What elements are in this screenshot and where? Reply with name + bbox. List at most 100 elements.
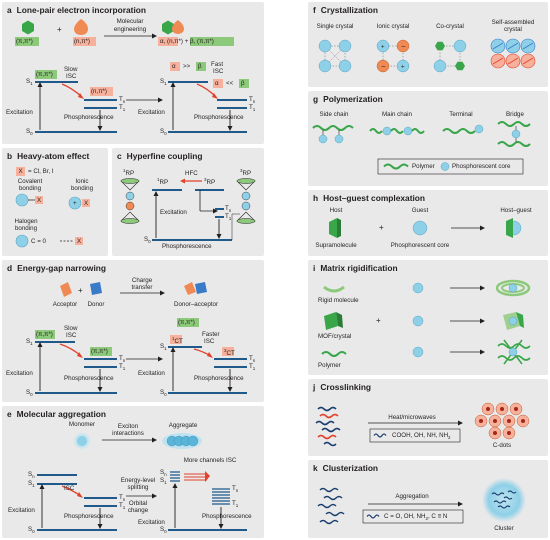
legend-polymer-label: Polymer: [412, 162, 435, 170]
panel-k-graphics: [317, 478, 526, 525]
pipi-state-box: [35, 70, 57, 79]
single-crystal-label: Single crystal: [316, 23, 354, 30]
fast-isc-label: Fast: [211, 61, 224, 68]
npi-state-label: (n,π*): [91, 87, 107, 95]
alpha-label: α: [172, 62, 176, 70]
cluster-icon: [482, 478, 526, 522]
s1-label: S1: [160, 477, 167, 486]
guest-label: Guest: [411, 207, 429, 214]
ct-state-label: 1CT: [172, 335, 183, 345]
main-chain-label: Main chain: [382, 111, 412, 118]
s0-label: S0: [144, 236, 151, 245]
ionic-label-2: bonding: [70, 185, 94, 192]
excitation-label: Excitation: [6, 370, 33, 377]
donor-icon: [90, 282, 102, 295]
t1-label: T1: [249, 363, 256, 372]
excitation-label: Excitation: [160, 209, 187, 216]
much-less-sign: <<: [226, 79, 234, 87]
s1-label: S1: [26, 338, 33, 347]
svg-text:+: +: [401, 65, 405, 71]
beta-box: [190, 37, 234, 46]
charge-transfer-label-2: transfer: [131, 284, 153, 291]
rigid-molecule-label: Rigid molecule: [318, 297, 359, 304]
tn-label: Tn: [249, 355, 256, 364]
pipi-box: [15, 37, 39, 46]
excitation-label: Excitation: [138, 370, 165, 377]
rp-1-label: 1RP: [157, 177, 169, 187]
self-assembled-label: Self-assembled: [491, 19, 535, 26]
s1-label: S1: [160, 78, 167, 87]
mof-product-icon: [503, 312, 524, 330]
ionic-label: Ionic: [75, 178, 89, 185]
polymer-chain: [312, 125, 354, 131]
t1-label: T1: [119, 502, 126, 511]
s1-label: S1: [160, 343, 167, 352]
mof-icon: [324, 312, 338, 330]
plus-sign: +: [376, 316, 381, 325]
core-circle: [68, 196, 82, 210]
tn-label: Tn: [119, 494, 126, 503]
panel-i-graphics: [321, 279, 531, 365]
t1-label: T1: [225, 213, 232, 222]
charge-transfer-label: Charge: [131, 277, 153, 284]
aggregate-label: Aggregate: [168, 422, 198, 429]
energy-split-label-2: splitting: [127, 484, 149, 491]
x-in-box: X: [37, 196, 42, 204]
mol-eng-label: Molecular: [116, 18, 144, 25]
hexagon-icon: [22, 20, 34, 35]
much-greater-sign: >>: [183, 62, 191, 70]
npi-label: (n,π*): [74, 37, 90, 45]
panel-d-graphics: [35, 282, 247, 394]
cluster-label: Cluster: [494, 525, 514, 532]
x-in-box: X: [77, 237, 82, 245]
t1-label: T1: [119, 363, 126, 372]
hfc-label: HFC: [185, 170, 198, 177]
rigid-molecule-icon: [323, 285, 345, 293]
beta-label: β: [198, 62, 202, 70]
phosphorescence-label: Phosphorescence: [202, 513, 252, 520]
x-in-box: X: [84, 199, 89, 207]
ionic-crystal-icon: [382, 45, 404, 67]
pipi-state-label: (π,π*): [36, 70, 53, 78]
pipi-label: (π,π*): [16, 37, 33, 45]
rp-3-label: 3RP: [204, 177, 216, 187]
t1-label: T1: [232, 500, 239, 509]
phosphorescence-label: Phosphorescence: [64, 513, 114, 520]
slow-isc-label-2: ISC: [66, 73, 77, 80]
self-assembled-crystal-icon: [490, 38, 536, 69]
plus-sign: +: [57, 25, 62, 34]
lone-pair-drop-icon: [74, 19, 88, 35]
heat-label: Heat/microwaves: [388, 414, 436, 421]
monomer-label: Monomer: [68, 421, 96, 428]
s0-label: S0: [160, 526, 167, 535]
pipi-state-label: (π,π*): [91, 347, 108, 355]
host-guest-icon: [506, 218, 513, 238]
plus-sign: +: [78, 286, 83, 295]
panel-a-graphics: [15, 19, 249, 133]
t1-label: T1: [249, 104, 256, 113]
ceo-label: C = 0: [31, 237, 46, 245]
product-label: α, (n,π*) + β, (π,π*): [160, 37, 214, 45]
s1-label: S1: [28, 480, 35, 489]
panel-j-graphics: [315, 402, 530, 447]
energy-split-label: Energy-level: [120, 477, 156, 484]
panel-g-graphics: [312, 121, 531, 175]
core-label: Phosphorescent core: [390, 242, 450, 249]
x-definition: = Cl, Br, I: [28, 168, 54, 175]
t1-label: T1: [119, 104, 126, 113]
tn-label: Tn: [119, 96, 126, 105]
